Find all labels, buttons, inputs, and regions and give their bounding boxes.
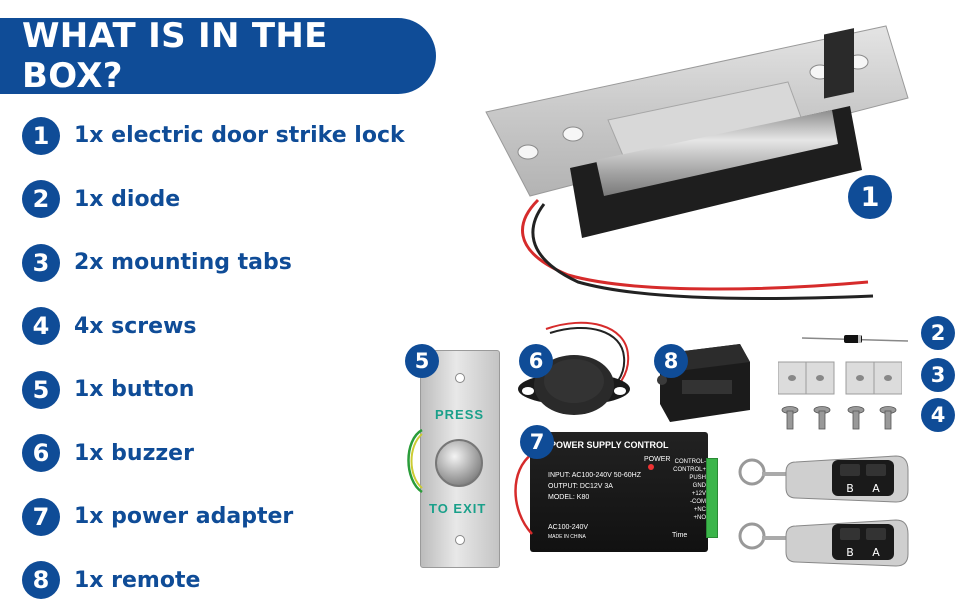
psu-wires-image (514, 452, 533, 535)
number-badge: 6 (22, 434, 60, 473)
remote-button-a-label: A (872, 482, 880, 495)
item-label: 1x remote (74, 567, 201, 593)
contents-list: 1 1x electric door strike lock 2 1x diod… (22, 104, 422, 600)
psu-ac-label: AC100-240V (548, 524, 589, 531)
item-label: 1x electric door strike lock (74, 123, 405, 149)
exit-button-plate-image: PRESS TO EXIT (420, 350, 500, 568)
press-label: PRESS (435, 407, 485, 422)
push-button (435, 439, 483, 487)
terminal-label: +NC (693, 507, 706, 513)
terminal-label: CONTROL- (674, 459, 706, 465)
terminal-label: +12V (691, 491, 706, 497)
item-label: 1x diode (74, 186, 181, 212)
list-item: 2 1x diode (22, 168, 422, 232)
psu-power-label: POWER (644, 456, 671, 463)
remote-button-b-label: B (846, 546, 854, 559)
list-item: 5 1x button (22, 358, 422, 422)
terminal-label: CONTROL+ (673, 467, 706, 473)
list-item: 4 4x screws (22, 295, 422, 359)
number-badge: 2 (22, 180, 60, 219)
terminal-label: -COM (690, 499, 706, 505)
number-badge: 8 (22, 561, 60, 600)
callout-1: 1 (848, 175, 892, 219)
callout-2: 2 (921, 316, 955, 350)
diode-image (801, 335, 909, 343)
list-item: 3 2x mounting tabs (22, 231, 422, 295)
callout-3: 3 (921, 358, 955, 392)
terminal-label: +NO (693, 515, 706, 521)
callout-8: 8 (654, 344, 688, 378)
psu-made-in: MADE IN CHINA (548, 534, 586, 540)
callout-6: 6 (519, 344, 553, 378)
item-label: 2x mounting tabs (74, 250, 292, 276)
psu-input: INPUT: AC100-240V 50-60HZ (548, 472, 641, 479)
list-item: 1 1x electric door strike lock (22, 104, 422, 168)
screw-hole (455, 373, 465, 383)
mounting-tabs-image (778, 361, 902, 395)
remote-fob-image: B A (738, 455, 909, 503)
list-item: 7 1x power adapter (22, 485, 422, 549)
list-item: 8 1x remote (22, 549, 422, 600)
terminal-block (706, 458, 718, 538)
psu-terminal-labels: CONTROL- CONTROL+ PUSH GND +12V -COM +NC… (666, 458, 706, 522)
item-label: 1x button (74, 377, 195, 403)
number-badge: 7 (22, 497, 60, 536)
terminal-label: PUSH (689, 475, 706, 481)
item-label: 1x power adapter (74, 504, 294, 530)
header-banner: WHAT IS IN THE BOX? (0, 16, 436, 96)
callout-7: 7 (520, 425, 554, 459)
power-led-icon (648, 464, 654, 470)
remote-button-b-label: B (846, 482, 854, 495)
button-wires-image (407, 428, 423, 494)
callout-5: 5 (405, 344, 439, 378)
buzzer-image (518, 321, 630, 415)
list-item: 6 1x buzzer (22, 422, 422, 486)
remote-button-a-label: A (872, 546, 880, 559)
terminal-label: GND (692, 483, 706, 489)
screw-hole (455, 535, 465, 545)
number-badge: 5 (22, 370, 60, 409)
item-label: 1x buzzer (74, 440, 194, 466)
number-badge: 1 (22, 116, 60, 155)
number-badge: 4 (22, 307, 60, 346)
psu-model: MODEL: K80 (548, 494, 590, 501)
remote-fob-image: B A (738, 519, 909, 567)
psu-output: OUTPUT: DC12V 3A (548, 483, 613, 490)
to-exit-label: TO EXIT (429, 501, 487, 516)
psu-title: POWER SUPPLY CONTROL (550, 440, 669, 450)
psu-time-label: Time (672, 532, 688, 539)
item-label: 4x screws (74, 313, 197, 339)
power-supply-image: POWER SUPPLY CONTROL POWER INPUT: AC100-… (530, 432, 708, 552)
door-strike-lock-image (485, 25, 909, 301)
number-badge: 3 (22, 243, 60, 282)
page-title: WHAT IS IN THE BOX? (22, 16, 328, 96)
screws-image (781, 406, 897, 430)
callout-4: 4 (921, 398, 955, 432)
